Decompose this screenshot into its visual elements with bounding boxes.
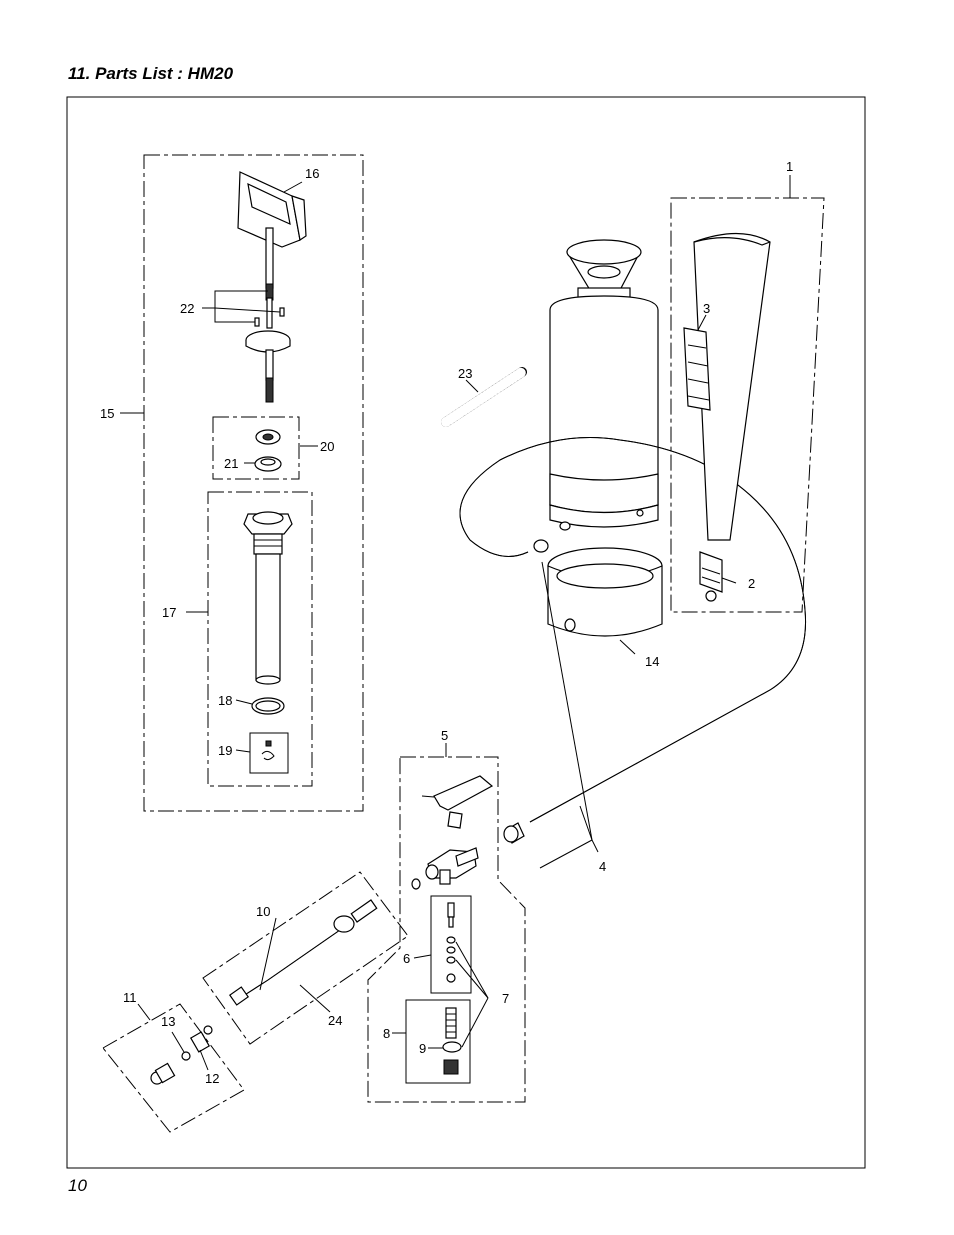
callout-1: 1 — [786, 159, 793, 174]
callout-14: 14 — [645, 654, 659, 669]
callout-4: 4 — [599, 859, 606, 874]
callout-17: 17 — [162, 605, 176, 620]
tank — [549, 239, 659, 531]
strap-buckle-top — [683, 327, 711, 411]
valve-body — [411, 847, 479, 890]
group-11-box — [102, 1003, 245, 1133]
group-6-box — [430, 895, 472, 994]
valve-disc — [254, 429, 282, 472]
group-1-box — [670, 197, 825, 613]
spray-lance — [228, 899, 378, 1006]
valve-stem-parts — [446, 902, 456, 983]
callout-9: 9 — [419, 1041, 426, 1056]
callout-22: 22 — [180, 301, 194, 316]
page-number: 10 — [68, 1176, 87, 1195]
callout-15: 15 — [100, 406, 114, 421]
spring-hose — [441, 367, 527, 427]
diagram-frame — [66, 96, 866, 1169]
group-5-box — [367, 756, 526, 1103]
callout-21: 21 — [224, 456, 238, 471]
callout-20: 20 — [320, 439, 334, 454]
group-19-box — [249, 732, 289, 774]
strap-buckle-bottom — [699, 551, 723, 602]
callout-10: 10 — [256, 904, 270, 919]
callout-11: 11 — [123, 990, 137, 1005]
callout-2: 2 — [748, 576, 755, 591]
base-ring — [547, 547, 663, 637]
callout-18: 18 — [218, 693, 232, 708]
group-17-box — [207, 491, 313, 787]
callout-23: 23 — [458, 366, 472, 381]
nozzle-parts — [150, 1025, 213, 1085]
callout-19: 19 — [218, 743, 232, 758]
group-20-box — [212, 416, 300, 480]
pump-cylinder — [243, 511, 293, 715]
shoulder-strap — [693, 232, 771, 541]
hose-clamp — [533, 539, 549, 553]
pump-handle — [237, 171, 307, 329]
callout-7: 7 — [502, 991, 509, 1006]
callout-24: 24 — [328, 1013, 342, 1028]
group-10-box — [202, 871, 409, 1045]
callout-8: 8 — [383, 1026, 390, 1041]
group-8-box — [405, 999, 471, 1084]
page-title: 11. Parts List : HM20 — [68, 64, 234, 83]
callout-3: 3 — [703, 301, 710, 316]
valve-lever — [421, 775, 494, 829]
callout-6: 6 — [403, 951, 410, 966]
callout-12: 12 — [205, 1071, 219, 1086]
leader-lines — [120, 175, 791, 1071]
check-valve-parts — [261, 740, 275, 761]
valve-spring-parts — [442, 1007, 462, 1075]
callout-13: 13 — [161, 1014, 175, 1029]
hose-tube — [503, 822, 525, 844]
callout-16: 16 — [305, 166, 319, 181]
callout-5: 5 — [441, 728, 448, 743]
group-15-box — [143, 154, 364, 812]
